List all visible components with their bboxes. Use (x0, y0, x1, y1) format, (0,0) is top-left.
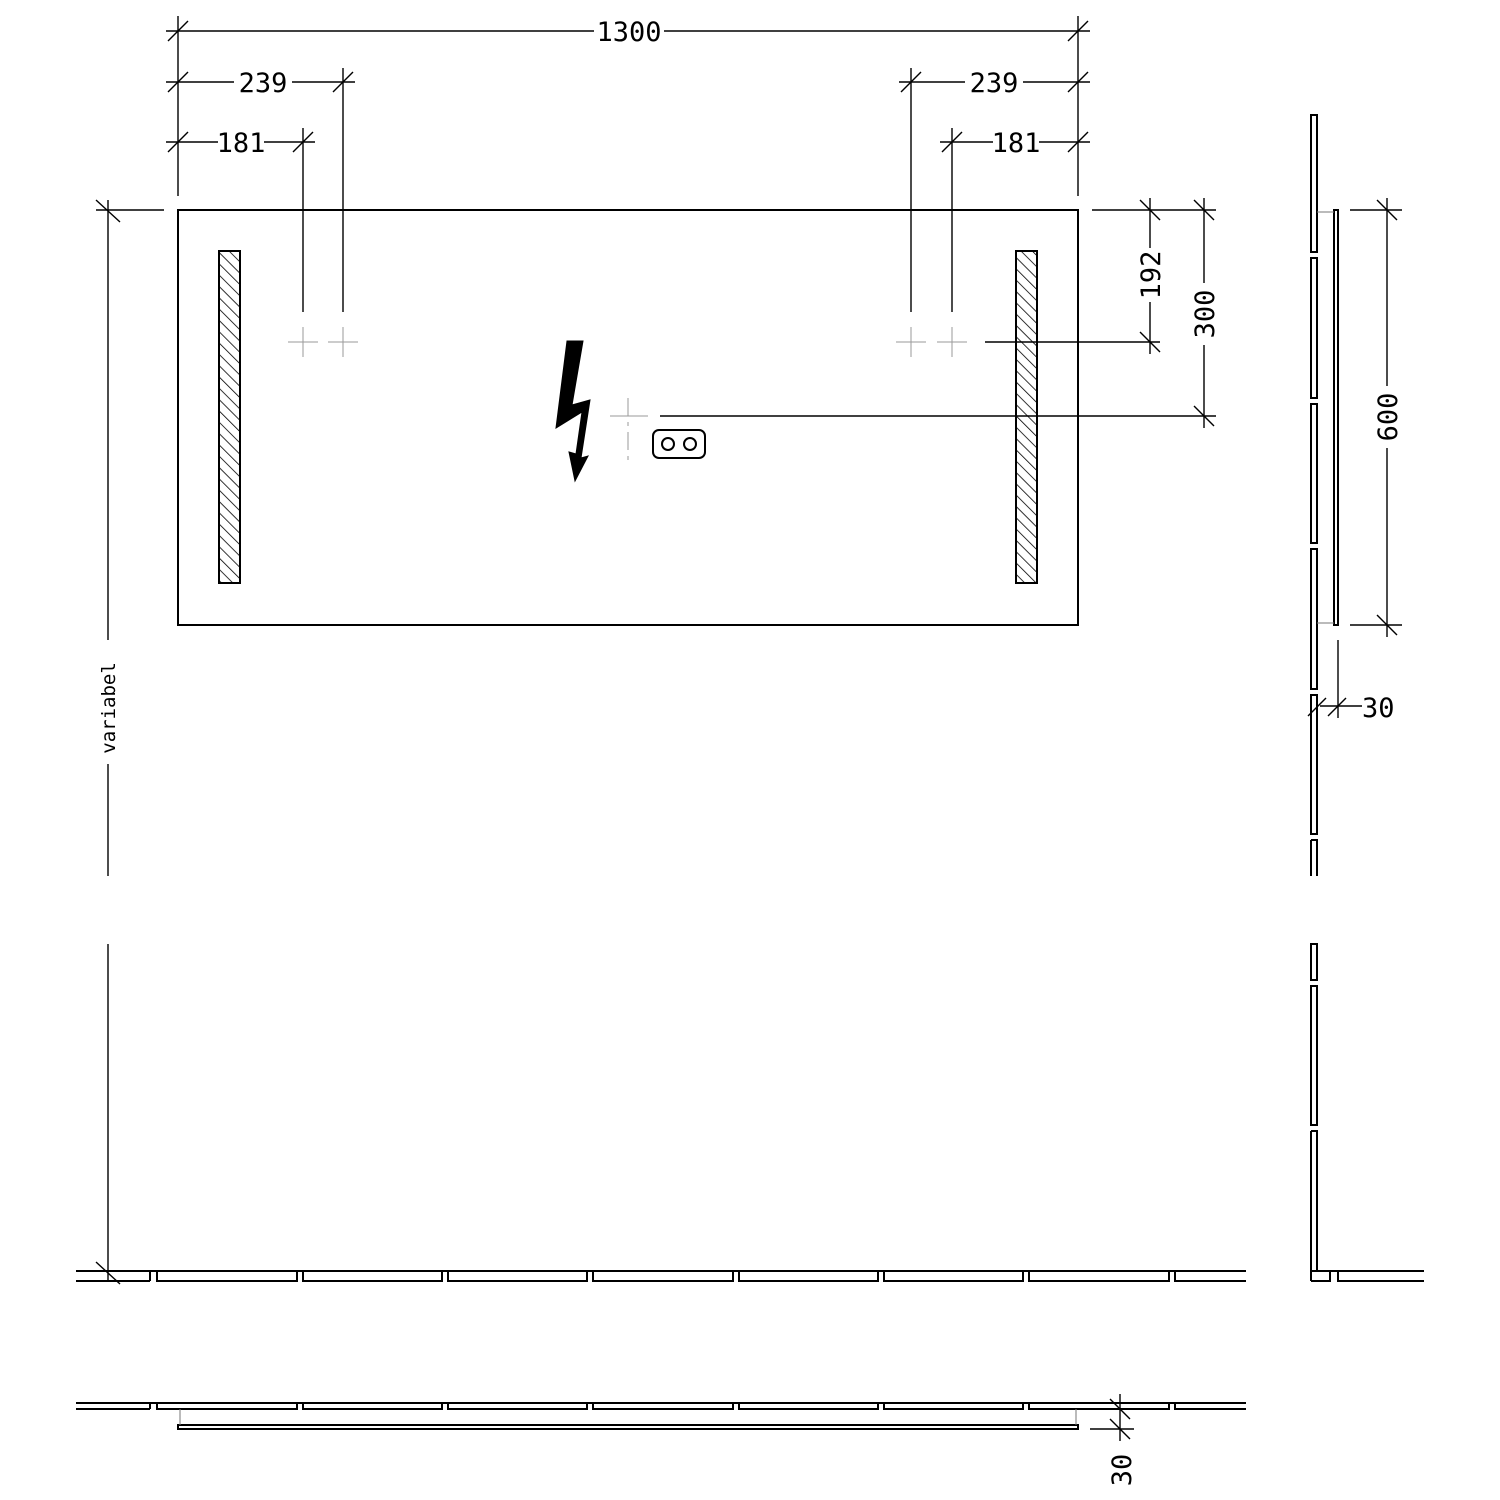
label-left-inner: 181 (217, 128, 266, 159)
dimension-239-left: 239 (166, 66, 355, 312)
label-right-outer: 239 (970, 68, 1019, 99)
dimension-181-right: 181 (940, 126, 1090, 312)
label-side-height: 600 (1373, 393, 1404, 442)
dimension-variabel: variabel (95, 199, 164, 1285)
wall-section (1310, 114, 1318, 1281)
label-plan-depth: 30 (1107, 1454, 1138, 1487)
dimension-239-right: 239 (899, 66, 1090, 312)
led-strip-right (1015, 250, 1038, 584)
socket-icon (652, 429, 706, 459)
label-mounting-height: variabel (98, 662, 120, 754)
mirror-side-profile (1333, 209, 1339, 626)
label-left-outer: 239 (239, 68, 288, 99)
front-view: 1300 239 181 239 (76, 14, 1246, 1285)
led-strip-left (218, 250, 241, 584)
dimension-30-plan: 30 (1090, 1394, 1138, 1486)
dimension-600: 600 (1350, 198, 1404, 637)
label-socket-height: 300 (1190, 290, 1221, 339)
lightning-icon (555, 340, 591, 483)
wall-plan-line (76, 1402, 1246, 1410)
floor-line-side (1311, 1270, 1424, 1282)
label-side-depth: 30 (1362, 693, 1395, 724)
dimension-30-side: 30 (1307, 640, 1395, 724)
label-outlet-height: 192 (1136, 251, 1167, 300)
mirror-outline (177, 209, 1079, 626)
dimension-300: 300 (660, 198, 1221, 428)
floor-line-front (76, 1270, 1246, 1282)
dimension-192: 192 (985, 198, 1167, 354)
mounting-points (288, 327, 967, 466)
side-view: 600 30 (1307, 114, 1424, 1282)
plan-view: 30 (76, 1394, 1246, 1486)
label-right-inner: 181 (992, 128, 1041, 159)
dimension-181-left: 181 (166, 126, 315, 312)
label-overall-width: 1300 (596, 17, 661, 48)
dimension-1300: 1300 (166, 14, 1090, 196)
mirror-plan-profile (177, 1424, 1079, 1430)
